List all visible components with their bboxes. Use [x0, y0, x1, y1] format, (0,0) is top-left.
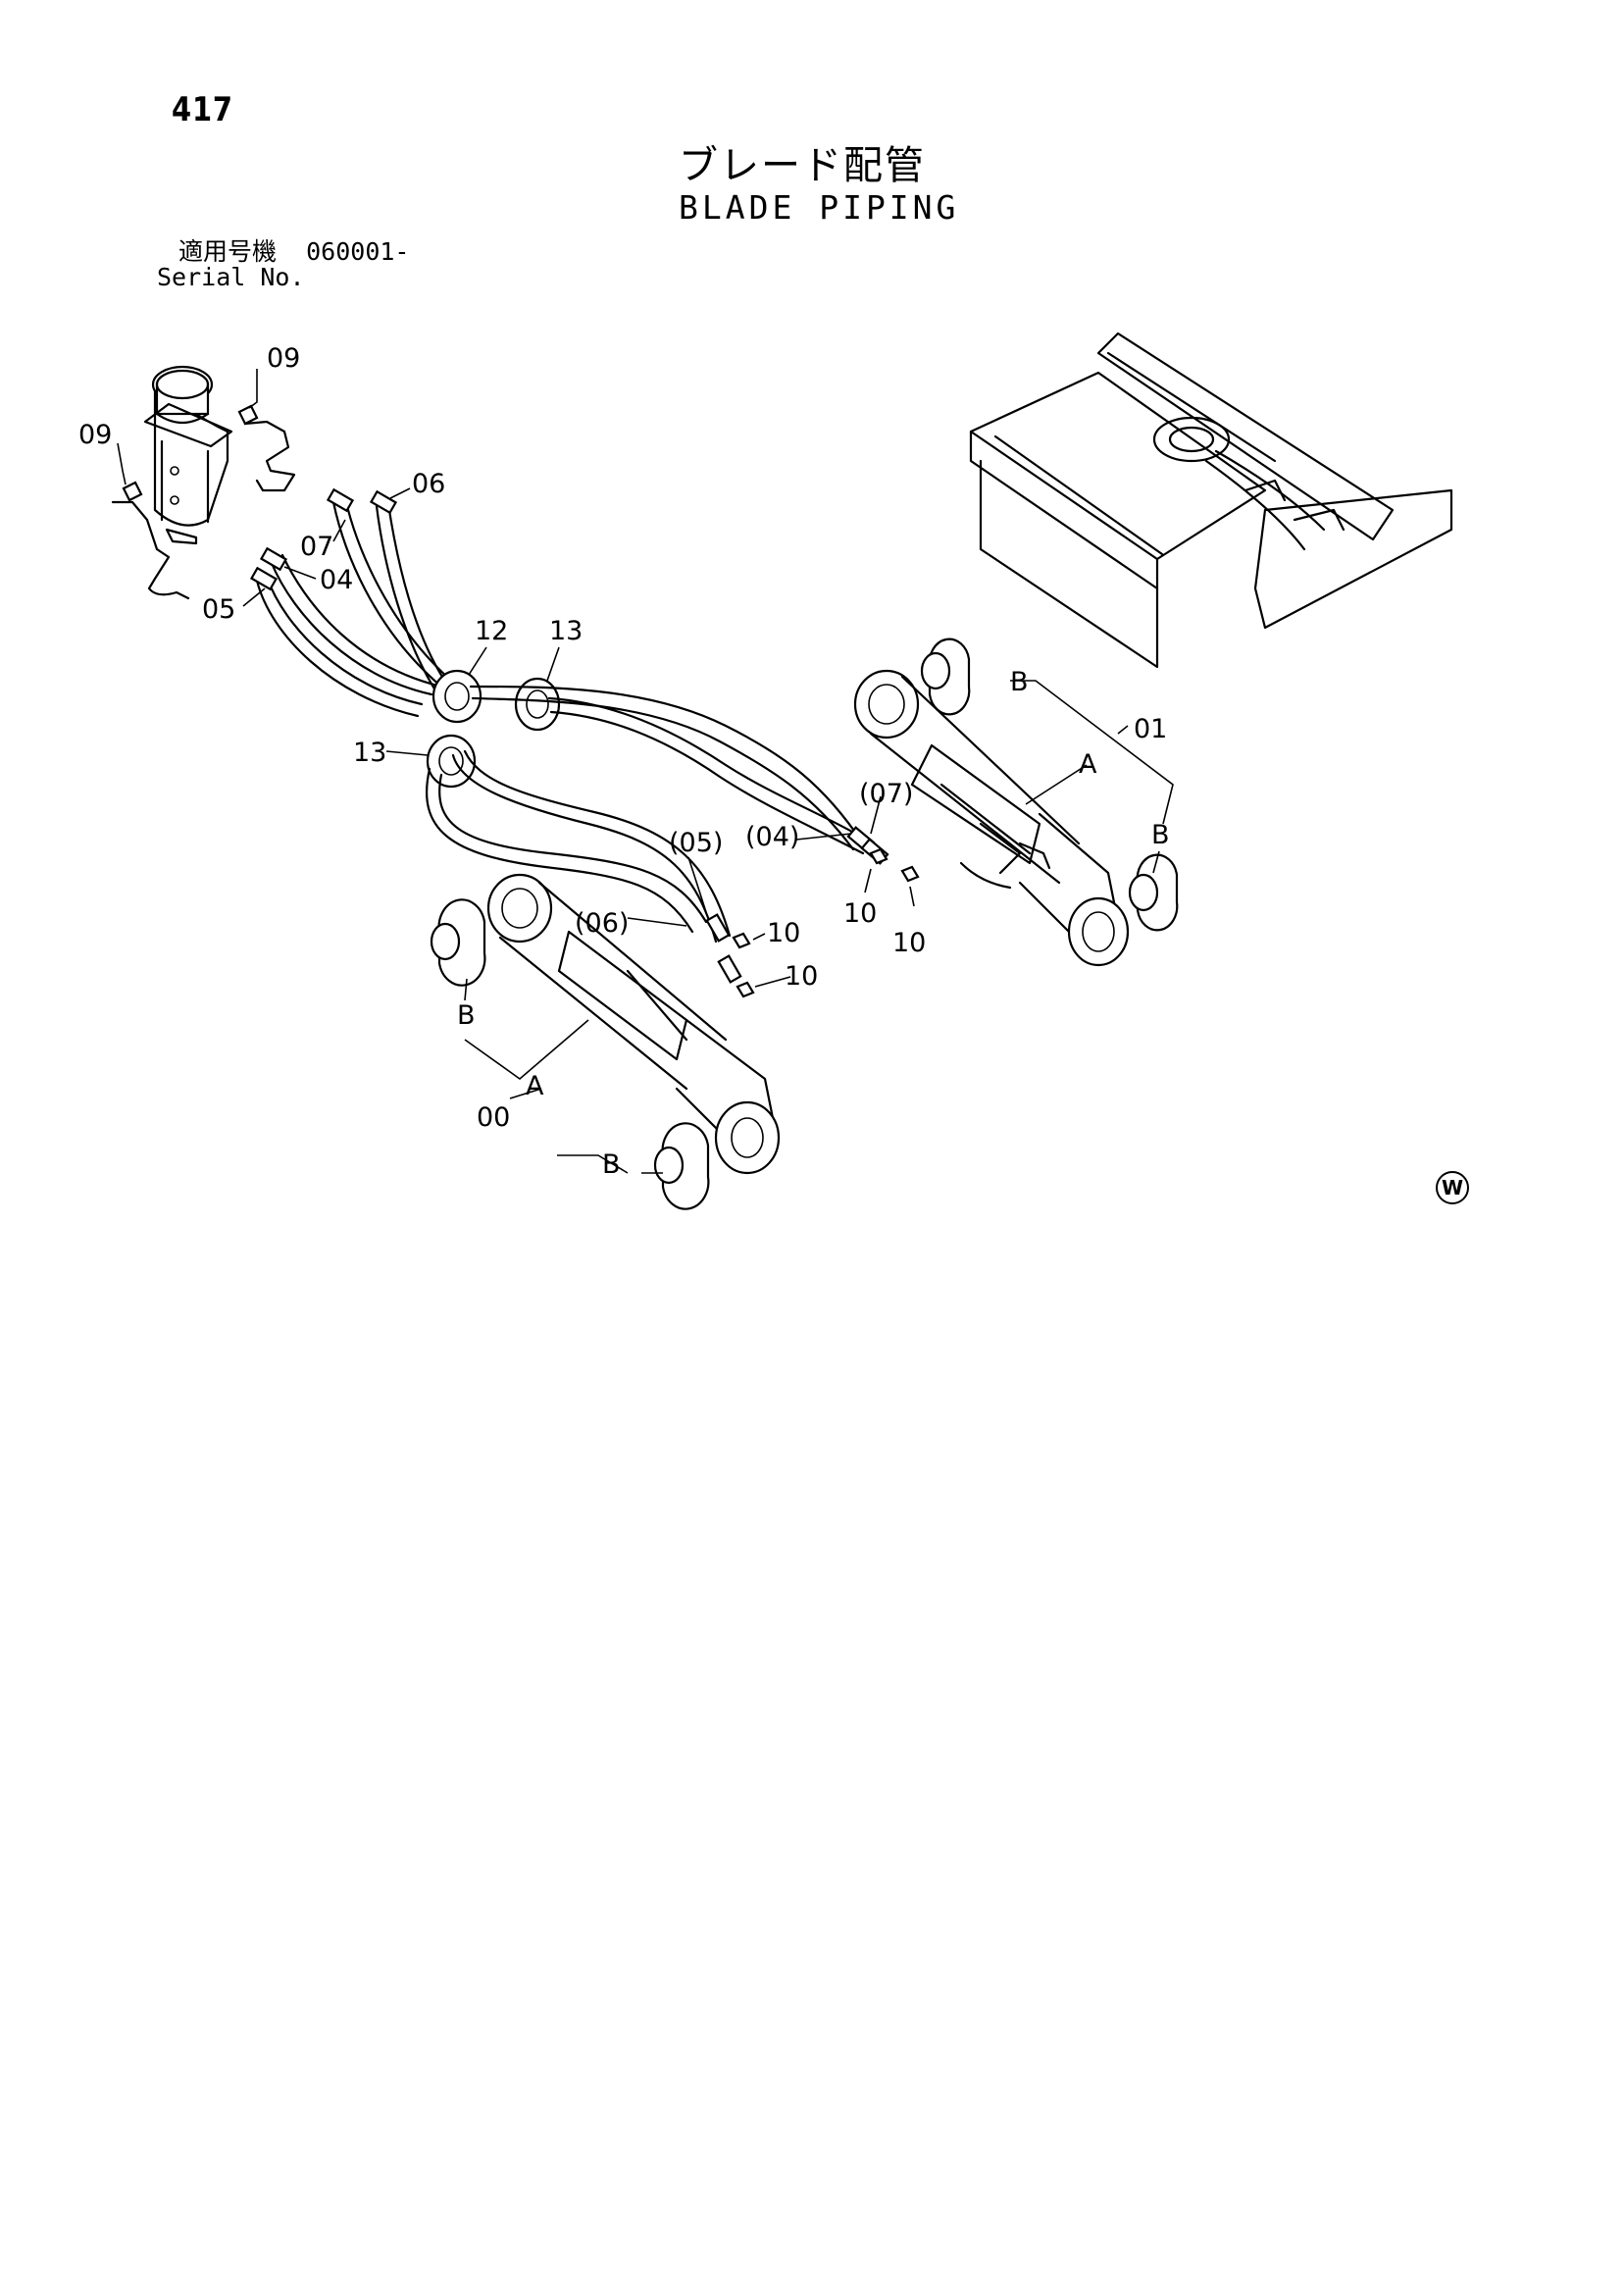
callout-06-paren: (06)	[575, 908, 629, 939]
callout-a-left: A	[526, 1071, 544, 1101]
hoses-upper	[249, 487, 453, 718]
callout-a-right: A	[1079, 749, 1097, 780]
callout-13-top: 13	[549, 616, 583, 646]
clamp-13-upper	[514, 677, 561, 732]
callout-10-d: 10	[892, 928, 926, 958]
callout-09-left: 09	[78, 420, 112, 450]
page-number: 417	[172, 90, 233, 129]
callouts: 09 09 06 07 04 05 12 13 13 B 01 A B (07)…	[78, 343, 1170, 1180]
callout-07: 07	[300, 532, 333, 562]
fitting-09-top	[237, 404, 296, 492]
serial-label-english: Serial No.	[157, 263, 305, 291]
callout-04: 04	[320, 565, 353, 595]
page-title-english: BLADE PIPING	[679, 188, 960, 227]
page-title-japanese: ブレード配管	[679, 143, 926, 188]
callout-10-a: 10	[767, 918, 800, 948]
callout-00: 00	[477, 1102, 510, 1133]
callout-05: 05	[202, 594, 235, 625]
clamp-13-lower	[426, 734, 477, 789]
fittings-10	[732, 847, 920, 998]
serial-label-japanese: 適用号機	[178, 237, 278, 266]
callout-b-left-top: B	[457, 1000, 476, 1031]
callout-04-paren: (04)	[745, 822, 799, 852]
callout-b-right-bottom: B	[1151, 820, 1170, 850]
swivel-joint	[143, 365, 233, 545]
callout-09-top: 09	[267, 343, 300, 374]
blade-cylinder-left	[430, 873, 781, 1210]
blade-cylinder-right	[853, 638, 1179, 967]
callout-10-c: 10	[843, 898, 877, 929]
fitting-09-left	[111, 481, 190, 600]
callout-06: 06	[412, 469, 445, 499]
callout-10-b: 10	[785, 961, 818, 992]
callout-05-paren: (05)	[669, 828, 723, 858]
serial-value: 060001-	[306, 237, 410, 266]
manufacturer-mark: W	[1436, 1171, 1469, 1204]
callout-13-left: 13	[353, 738, 386, 768]
clamp-12	[431, 669, 482, 724]
callout-01: 01	[1134, 714, 1167, 744]
callout-12: 12	[475, 616, 508, 646]
leader-lines	[117, 369, 1174, 1174]
hoses-to-left-cylinder	[425, 749, 742, 984]
serial-number-block: 適用号機 060001- Serial No.	[157, 239, 409, 290]
machine-overview	[969, 332, 1453, 669]
hoses-to-right-cylinder	[469, 685, 889, 865]
callout-07-paren: (07)	[859, 779, 913, 809]
callout-b-left-bottom: B	[602, 1149, 621, 1180]
callout-b-right-top: B	[1010, 667, 1029, 697]
